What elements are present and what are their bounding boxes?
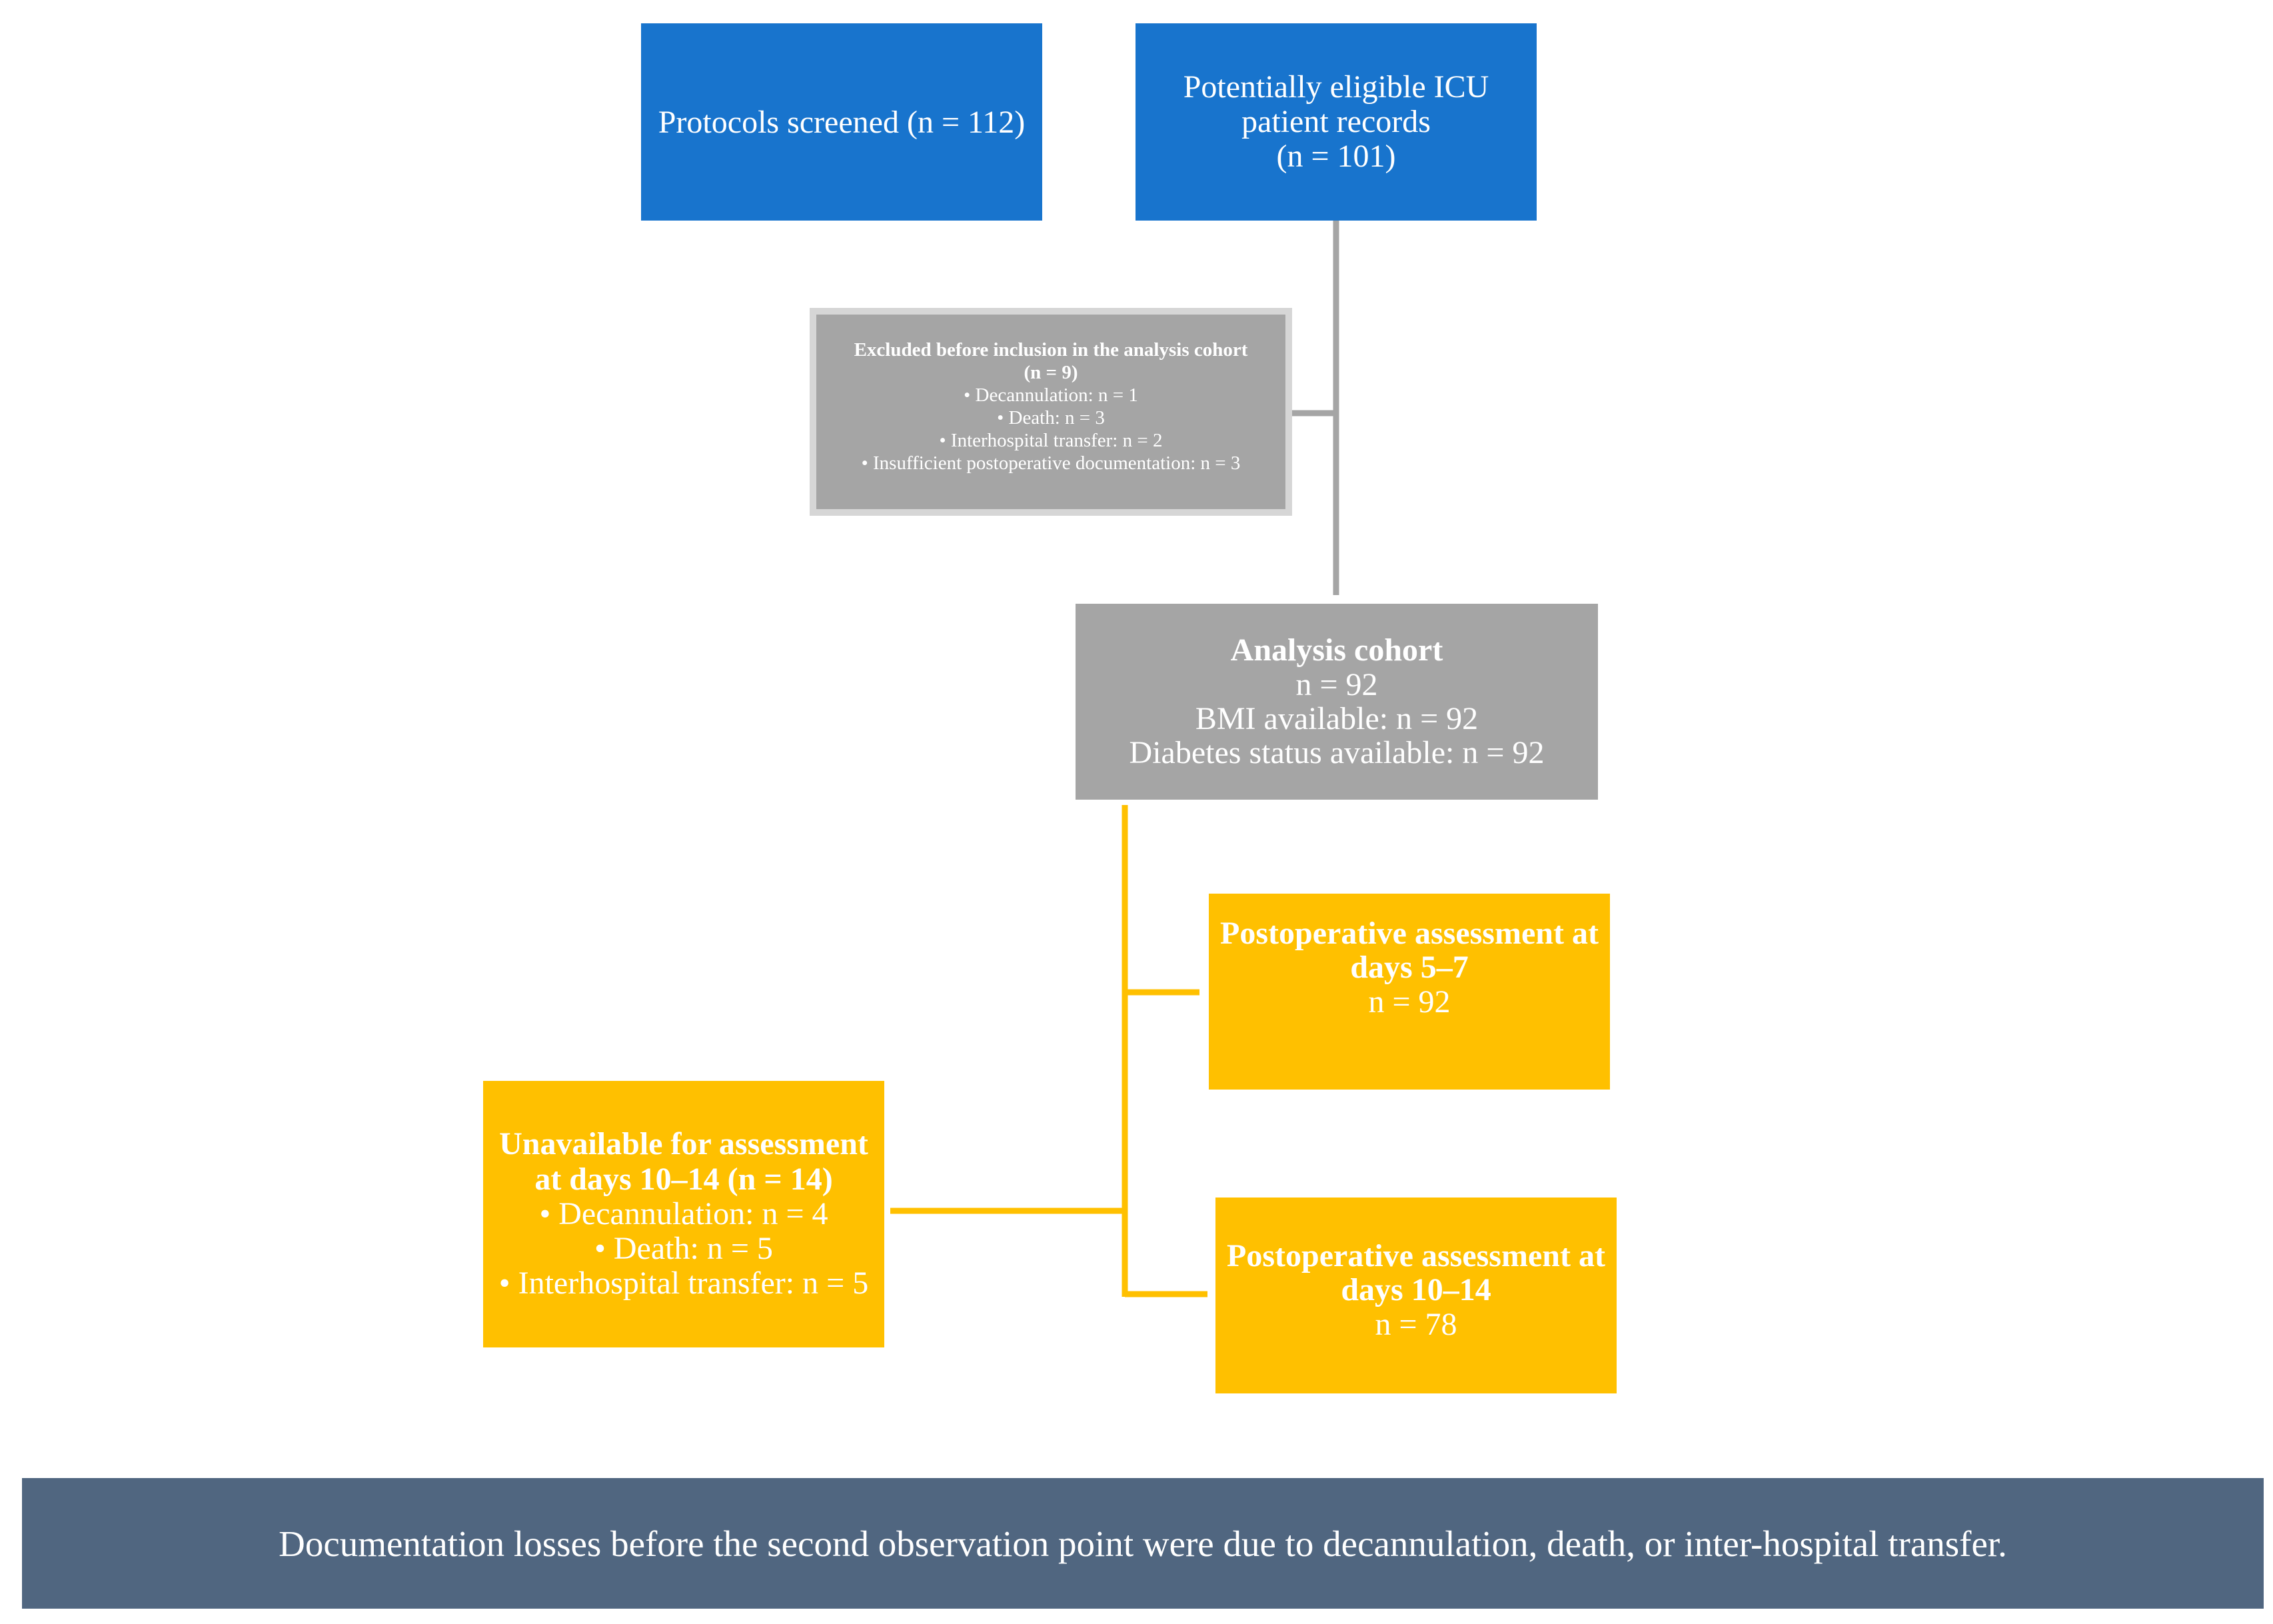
assessment-days-10-14-box: Postoperative assessment at days 10–14 n… [1215,1198,1617,1393]
excluded-box: Excluded before inclusion in the analysi… [810,308,1292,516]
unavailable-item: • Decannulation: n = 4 [539,1196,828,1231]
analysis-cohort-box: Analysis cohort n = 92 BMI available: n … [1076,604,1598,800]
cohort-title: Analysis cohort [1230,632,1443,668]
assessment-days-5-7-box: Postoperative assessment at days 5–7 n =… [1209,894,1610,1090]
footer-note-text: Documentation losses before the second o… [279,1523,2007,1564]
eligible-line-3: (n = 101) [1276,138,1396,174]
eligible-records-box: Potentially eligible ICU patient records… [1136,23,1537,221]
unavailable-title-2: at days 10–14 (n = 14) [534,1161,833,1197]
protocols-screened-text: Protocols screened (n = 112) [658,104,1026,140]
footer-note-box: Documentation losses before the second o… [22,1478,2264,1609]
unavailable-item: • Interhospital transfer: n = 5 [498,1265,869,1301]
excluded-item: • Decannulation: n = 1 [964,385,1138,406]
excluded-item: • Interhospital transfer: n = 2 [939,429,1163,451]
post1014-title-2: days 10–14 [1341,1272,1491,1308]
cohort-count: n = 92 [1295,666,1378,702]
eligible-line-1: Potentially eligible ICU [1183,69,1489,105]
unavailable-item: • Death: n = 5 [594,1231,773,1267]
post1014-title-1: Postoperative assessment at [1227,1238,1605,1273]
cohort-bmi: BMI available: n = 92 [1195,701,1479,736]
cohort-diabetes: Diabetes status available: n = 92 [1129,735,1545,771]
unavailable-title-1: Unavailable for assessment [499,1126,868,1162]
excluded-item: • Death: n = 3 [997,407,1105,428]
protocols-screened-box: Protocols screened (n = 112) [641,23,1042,221]
post57-title-2: days 5–7 [1350,950,1469,986]
post57-count: n = 92 [1368,984,1451,1020]
excluded-item: • Insufficient postoperative documentati… [861,452,1241,474]
unavailable-box: Unavailable for assessment at days 10–14… [483,1081,884,1347]
post1014-count: n = 78 [1375,1306,1457,1342]
post57-title-1: Postoperative assessment at [1220,916,1599,951]
excluded-count: (n = 9) [1024,362,1078,384]
excluded-title: Excluded before inclusion in the analysi… [854,339,1248,361]
eligible-line-2: patient records [1241,104,1431,140]
